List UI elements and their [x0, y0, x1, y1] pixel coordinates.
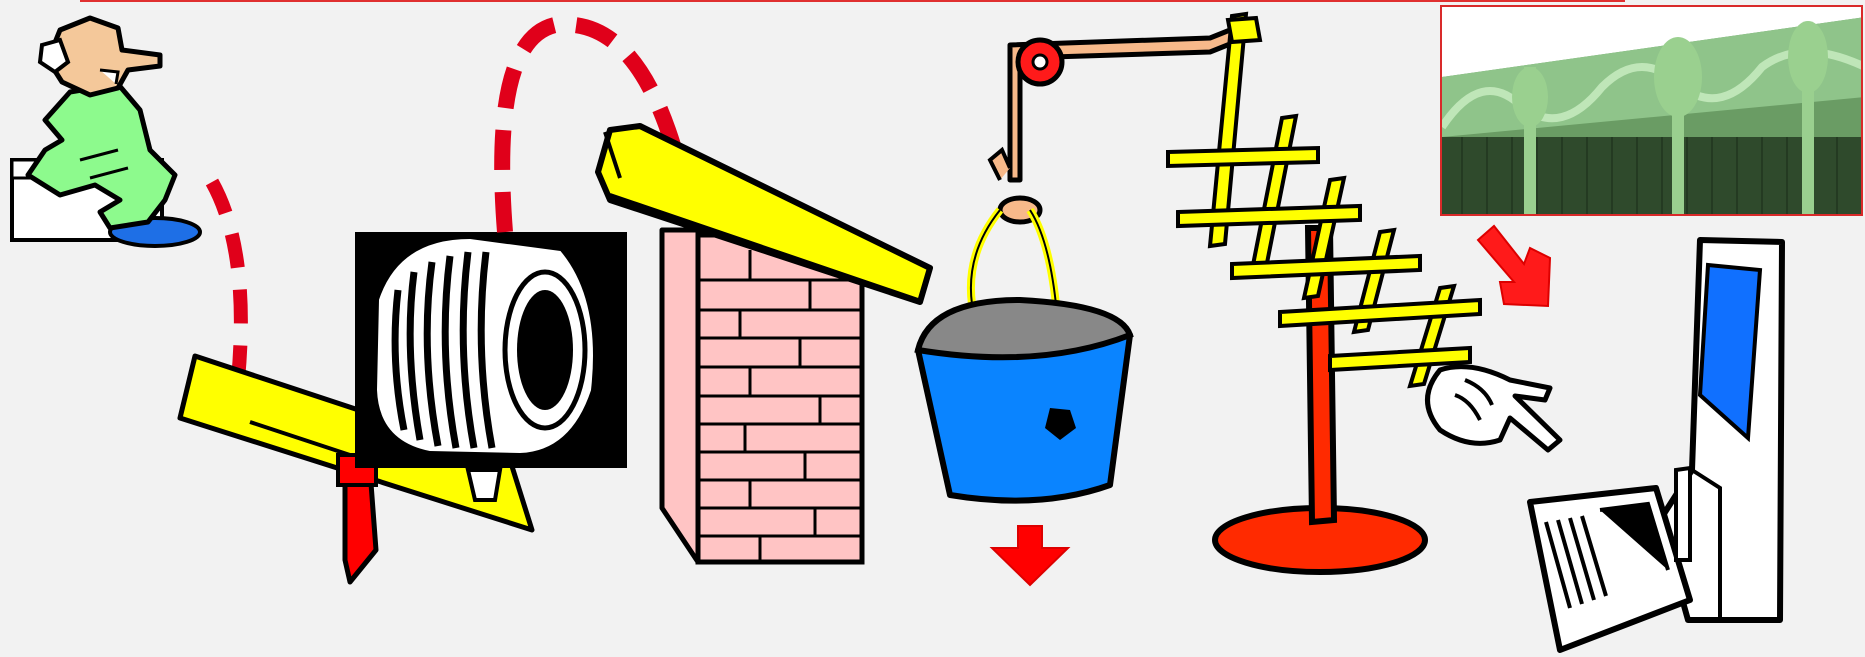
pulley: [990, 28, 1250, 222]
pointing-hand: [1428, 367, 1561, 450]
wall-photo: [1440, 5, 1863, 216]
white-hair: [40, 40, 68, 72]
person: [12, 18, 200, 246]
red-down-arrow-icon: [992, 526, 1068, 585]
scissor-lift: [1168, 14, 1480, 572]
green-fence-photo: [1442, 7, 1863, 216]
tire: [355, 232, 627, 468]
brick-pillar: [662, 230, 862, 562]
tire-hole: [517, 290, 573, 410]
bucket: [918, 210, 1130, 501]
computer: [1530, 240, 1782, 650]
red-diagonal-arrow-icon: [1478, 226, 1550, 306]
bucket-body: [918, 335, 1130, 501]
trajectory-arc-1: [212, 182, 241, 380]
top-border-line: [80, 0, 1625, 2]
brick-face: [698, 235, 862, 562]
